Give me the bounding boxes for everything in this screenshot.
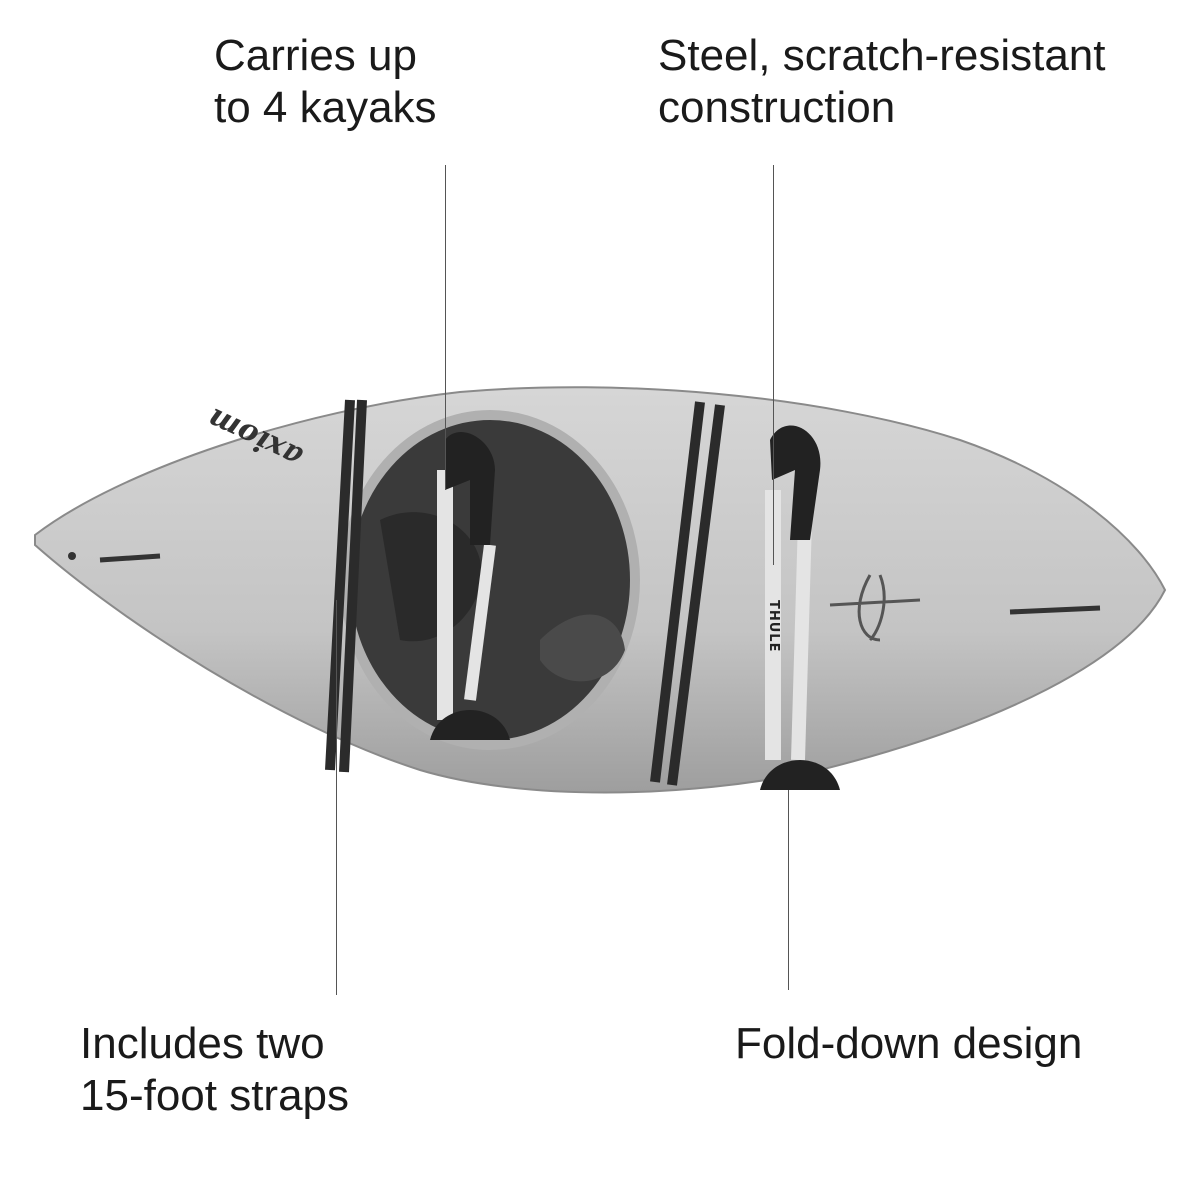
- strap-right: [650, 401, 725, 786]
- callout-material: Steel, scratch-resistant construction: [658, 30, 1106, 134]
- callout-material-line2: construction: [658, 83, 896, 132]
- thule-brand-mark: THULE: [766, 600, 781, 653]
- callout-capacity-line1: Carries up: [214, 31, 417, 80]
- callout-design: Fold-down design: [735, 1018, 1082, 1070]
- callout-straps-line1: Includes two: [80, 1019, 325, 1068]
- callout-material-line1: Steel, scratch-resistant: [658, 31, 1106, 80]
- kayak-logo-mark: [829, 574, 921, 642]
- callout-straps: Includes two 15-foot straps: [80, 1018, 349, 1122]
- callout-capacity: Carries up to 4 kayaks: [214, 30, 437, 134]
- callout-capacity-line2: to 4 kayaks: [214, 83, 437, 132]
- grab-handle-left: [99, 553, 161, 563]
- callout-straps-line2: 15-foot straps: [80, 1071, 350, 1120]
- callout-line-design: [788, 790, 789, 990]
- callout-line-straps: [336, 600, 337, 995]
- rack-upright-left: [430, 431, 510, 740]
- callout-line-capacity: [445, 165, 446, 490]
- strap-left: [325, 399, 367, 773]
- callout-line-material: [773, 165, 774, 565]
- grab-handle-right: [1009, 605, 1101, 615]
- callout-design-line1: Fold-down design: [735, 1019, 1083, 1068]
